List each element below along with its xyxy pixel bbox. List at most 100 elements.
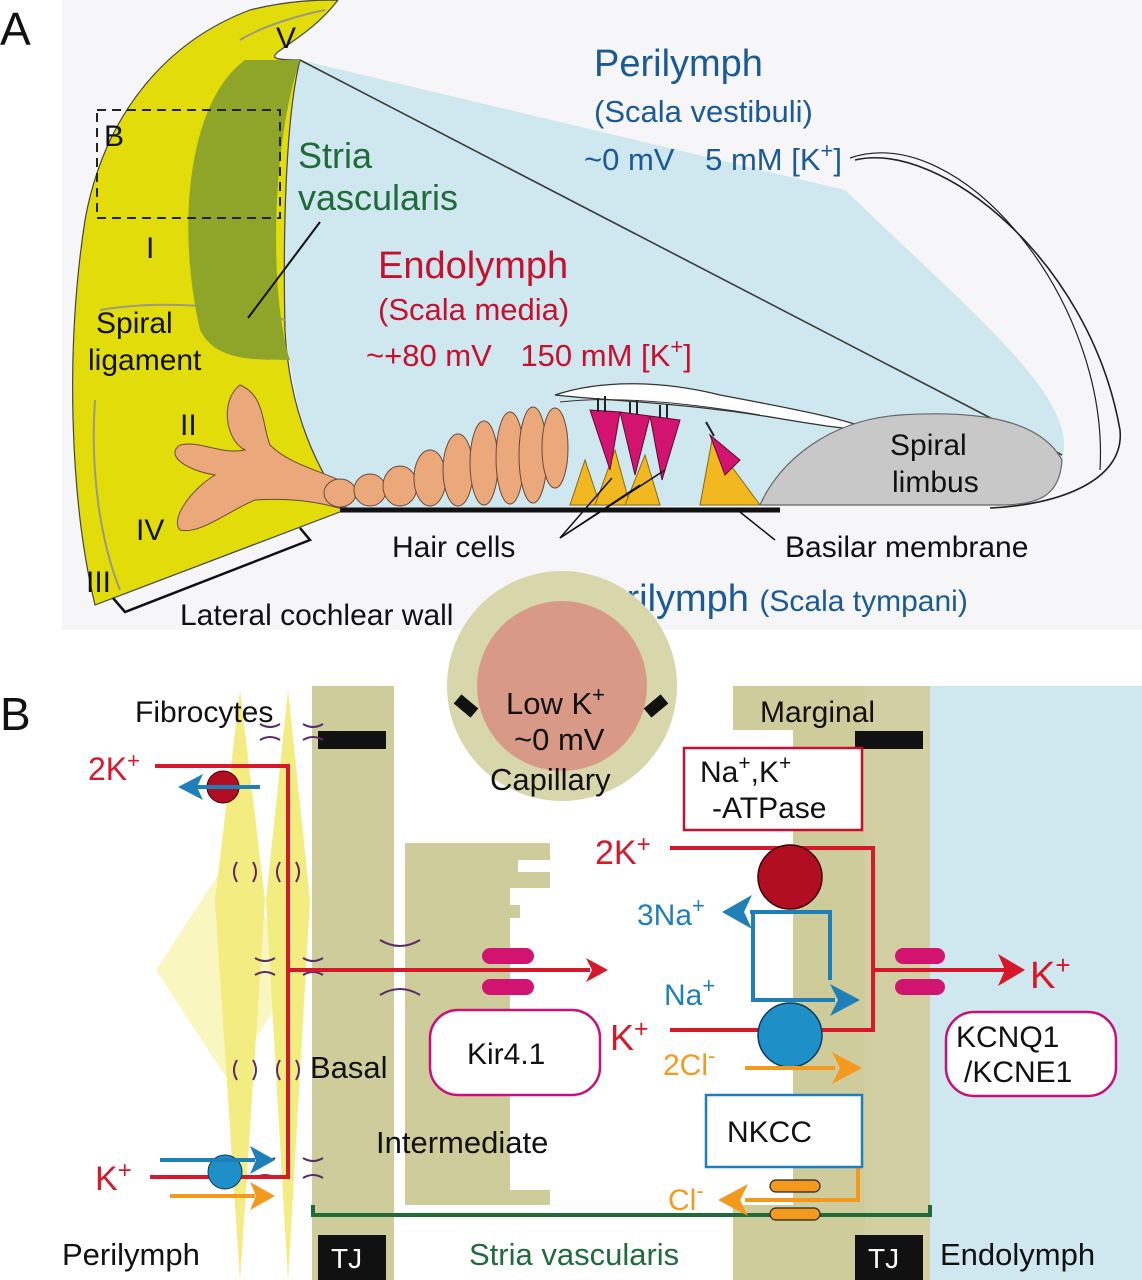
capillary-potential: ~0 mV [514,722,605,757]
endolymph-title: Endolymph [378,245,568,287]
endolymph-k-close: ] [683,338,692,373]
basilar-membrane-label: Basilar membrane [785,531,1028,564]
k-out-sup: + [1055,950,1070,980]
perilymph-potential: ~0 mV [584,142,675,177]
left-2k-sup: + [127,748,140,773]
kir-k-arrowhead [586,958,608,982]
perilymph-b-label: Perilymph [62,1237,200,1272]
capillary-label: Capillary [490,762,611,797]
perilymph-k-close: ] [833,142,842,177]
stria-pointer [247,221,321,319]
ligament-line-3 [239,9,326,41]
marginal-label: Marginal [760,696,875,729]
na-text: Na [664,979,703,1012]
perilymph-tympani-subtitle: (Scala tympani) [759,585,967,618]
capillary-tj-left [453,694,479,718]
intermediate-label: Intermediate [376,1125,548,1160]
na-arrowhead-left [722,895,752,929]
perilymph-k: 5 mM [K [705,142,821,177]
right-2k-label: 2K+ [595,831,651,872]
capillary-low-k: Low K+ [506,682,605,721]
fibro-cl-arrowhead [250,1182,275,1210]
kcnq-channel-top [895,948,945,964]
cl-text: Cl [668,1184,696,1217]
nkcc-label: NKCC [727,1116,812,1149]
atpase-k: ,K [751,756,779,789]
tj-right-label: TJ [868,1243,899,1274]
panel-a-label: A [0,3,31,55]
atpase-box [682,746,864,832]
panel-b: B Fibrocytes Low K+ ~0 mV Capillary Marg… [0,571,1142,1280]
capillary-tj-right [643,694,669,718]
stria-label-1: Stria [298,135,373,176]
cl-sup: - [696,1178,703,1203]
left-k-label: K+ [95,1157,132,1198]
panel-a: A B V I II IV III Spiral ligament Stria … [0,0,1142,632]
three-na-text: 3Na [637,899,692,932]
left-k-text: K [95,1160,118,1198]
reissners-membrane [299,59,1063,456]
k-in-label: K+ [610,1015,649,1058]
outer-supporting-cells [323,406,569,508]
atpase-label-2: -ATPase [712,792,826,825]
lateral-wall-bracket [112,527,313,614]
atpase-label-1: Na+,K+ [700,752,791,789]
stria-label-2: vascularis [298,177,458,218]
two-cl-label: 2Cl- [663,1043,715,1082]
left-2k-text: 2K [88,751,127,787]
left-2k-label: 2K+ [88,748,140,787]
endolymph-b-label: Endolymph [940,1237,1095,1272]
atpase-na-sup: + [738,752,750,775]
kcnq-label-2: /KCNE1 [964,1056,1072,1089]
inset-b-label: B [104,120,124,153]
hair-cell-pointers [559,469,666,539]
tj-box-left [318,1235,386,1280]
stria-b-label: Stria vascularis [469,1237,679,1272]
kir-channel-bottom [482,979,534,995]
basal-label: Basal [310,1050,388,1085]
spiral-limbus-label-2: limbus [892,466,979,499]
endolymph-subtitle: (Scala media) [378,292,569,327]
k-out-text: K [1030,955,1055,997]
right-2k-text: 2K [595,834,637,872]
k-out-label: K+ [1030,950,1071,997]
outer-hair-cells [589,409,741,481]
atpase-k-sup: + [779,752,791,775]
fibrocyte-i-label: I [146,232,154,265]
spiral-ligament-label-2: ligament [88,344,202,377]
perilymph-k-sup: + [821,138,834,163]
fibrocyte-network [156,690,310,1280]
three-na-label: 3Na+ [637,893,705,932]
cl-arrowhead-out [718,1184,748,1216]
atpase-pump [757,844,823,910]
kir-channel-top [482,948,534,964]
cl-channel-bottom [769,1207,821,1221]
basilar-pointer [739,511,776,541]
right-2k-sup: + [637,831,651,858]
scala-fluid [282,60,1065,508]
outer-membrane-curve [854,157,1121,509]
kcnq-box [944,1010,1118,1098]
spiral-limbus-label-1: Spiral [890,429,967,462]
k-in-text: K [610,1017,634,1058]
deiters-cells [569,438,761,506]
tectorial-membrane-2 [559,399,761,416]
cl-label: Cl- [668,1178,704,1217]
capillary-low-k-sup: + [592,682,605,707]
tj-bar-marginal-top [855,731,923,749]
fibrocyte-ii-label: II [180,409,197,442]
spiral-ligament-label-1: Spiral [96,307,173,340]
perilymph-vestibuli-values: ~0 mV 5 mM [K+] [584,138,842,177]
nkcc-transporter [757,1002,823,1068]
stereocilia [597,396,715,437]
left-k-sup: + [118,1157,132,1184]
fibrocyte-type-ii [174,384,351,532]
fibro-na-arrowhead [178,774,203,800]
endolymph-k: 150 mM [K [520,338,670,373]
atpase-na: Na [700,756,739,789]
three-na-sup: + [692,893,705,918]
tj-bar-basal-top [318,731,386,749]
basal-cell-layer [312,686,394,1280]
fibrocyte-iv-label: IV [136,514,164,547]
na-label: Na+ [664,973,715,1012]
